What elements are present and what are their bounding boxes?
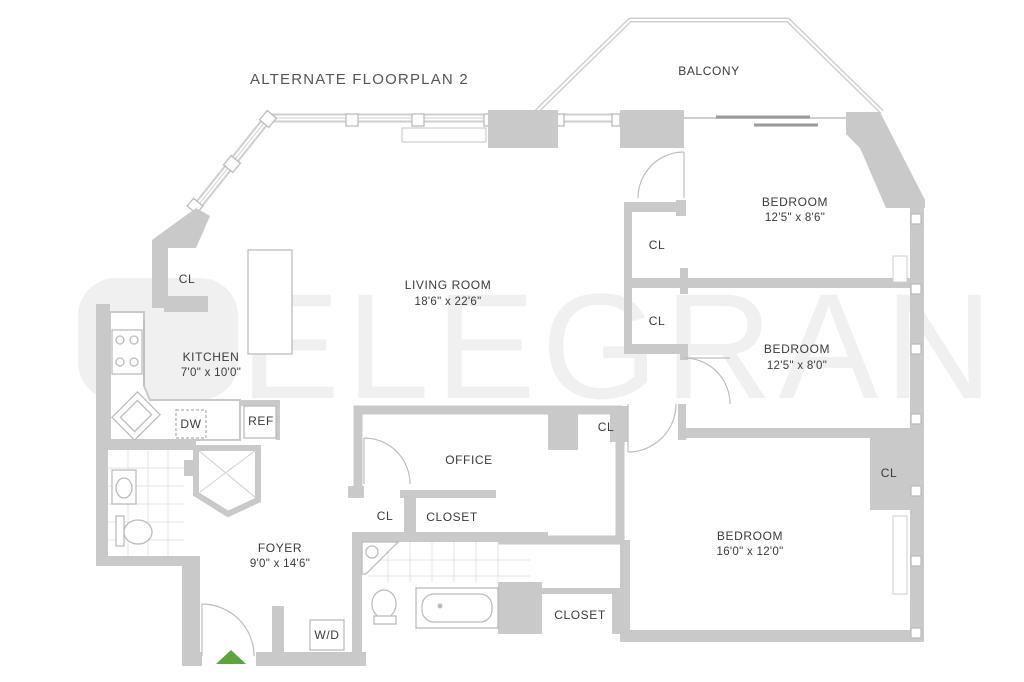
kitchen-dims: 7'0" x 10'0" (181, 367, 241, 379)
kitchen-sink-icon (111, 391, 161, 441)
bathtub-icon (415, 587, 499, 629)
bedroom1-label: BEDROOM (762, 195, 828, 209)
hall-closet-label: CL (598, 420, 615, 434)
north-window-wall (186, 109, 621, 215)
bedroom2-closet-label: CL (649, 314, 666, 328)
door-swings (201, 151, 731, 657)
fixtures (111, 249, 499, 651)
watermark-text: ELEGRAN (240, 262, 999, 430)
refrigerator-box (243, 405, 277, 439)
stove-icon (111, 329, 143, 375)
foyer-dims: 9'0" x 14'6" (250, 558, 310, 570)
walls (96, 110, 925, 666)
foyer-label: FOYER (258, 541, 302, 555)
toilet-icon (115, 515, 153, 547)
dishwasher-label: DW (180, 417, 201, 431)
refrigerator-label: REF (248, 414, 274, 428)
kitchen-island (247, 249, 293, 355)
balcony-label: BALCONY (678, 64, 740, 78)
kitchen-label: KITCHEN (183, 350, 240, 364)
toilet-icon (371, 589, 397, 625)
entry-arrow-icon (216, 650, 246, 664)
bedroom3-dims: 16'0" x 12'0" (717, 546, 784, 558)
balcony-outline (534, 17, 884, 114)
dishwasher-box (175, 409, 207, 439)
floorplan-title: ALTERNATE FLOORPLAN 2 (250, 71, 469, 88)
bath-sink-icon (111, 469, 137, 505)
office-label: OFFICE (445, 453, 493, 467)
bath-sink-icon (361, 541, 400, 575)
shower-icon (193, 445, 261, 518)
bedroom1-closet-label: CL (649, 238, 666, 252)
foyer-closet-label: CL (377, 509, 394, 523)
office-closet-label: CLOSET (426, 510, 478, 524)
bedroom2-dims: 12'5" x 8'0" (767, 360, 827, 372)
washer-dryer-label: W/D (314, 628, 339, 642)
bath-tile-right (368, 542, 530, 582)
living-room-dims: 18'6" x 22'6" (415, 296, 482, 308)
bedroom3-closet-label: CL (881, 466, 898, 480)
bedroom1-dims: 12'5" x 8'6" (765, 212, 825, 224)
east-windows (892, 213, 922, 639)
bath-closet-label: CLOSET (554, 608, 606, 622)
living-room-label: LIVING ROOM (405, 278, 492, 292)
kitchen-closet-label: CL (179, 272, 196, 286)
bedroom3-label: BEDROOM (717, 529, 783, 543)
washer-dryer-box (309, 619, 345, 651)
bedroom2-label: BEDROOM (764, 342, 830, 356)
